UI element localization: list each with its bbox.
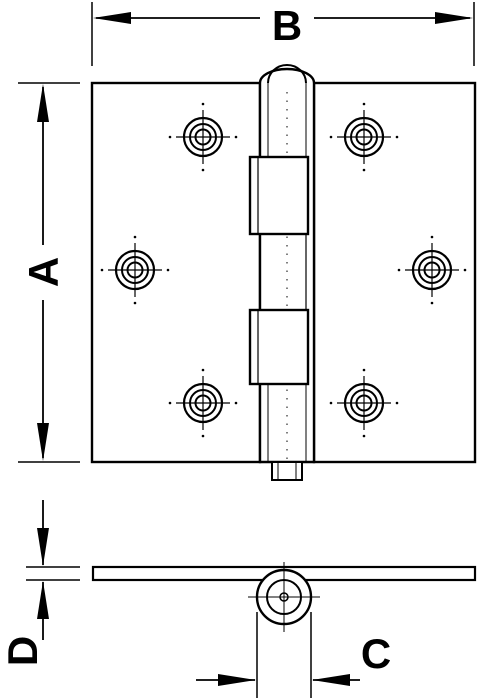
right-leaf bbox=[312, 81, 477, 464]
dimension-b: B bbox=[91, 2, 475, 66]
left-leaf bbox=[90, 81, 262, 464]
dimension-c-label: C bbox=[361, 630, 391, 677]
dimension-c: C bbox=[196, 612, 391, 698]
hinge-side-view bbox=[91, 562, 477, 632]
knuckle-barrel bbox=[248, 64, 316, 481]
dimension-a: A bbox=[18, 82, 80, 463]
dimension-d: D bbox=[0, 500, 80, 666]
dimension-a-label: A bbox=[20, 257, 67, 287]
dimension-b-label: B bbox=[272, 2, 302, 49]
pin-bottom bbox=[271, 461, 303, 481]
dimension-d-label: D bbox=[0, 636, 46, 666]
hinge-front-view bbox=[90, 64, 477, 481]
